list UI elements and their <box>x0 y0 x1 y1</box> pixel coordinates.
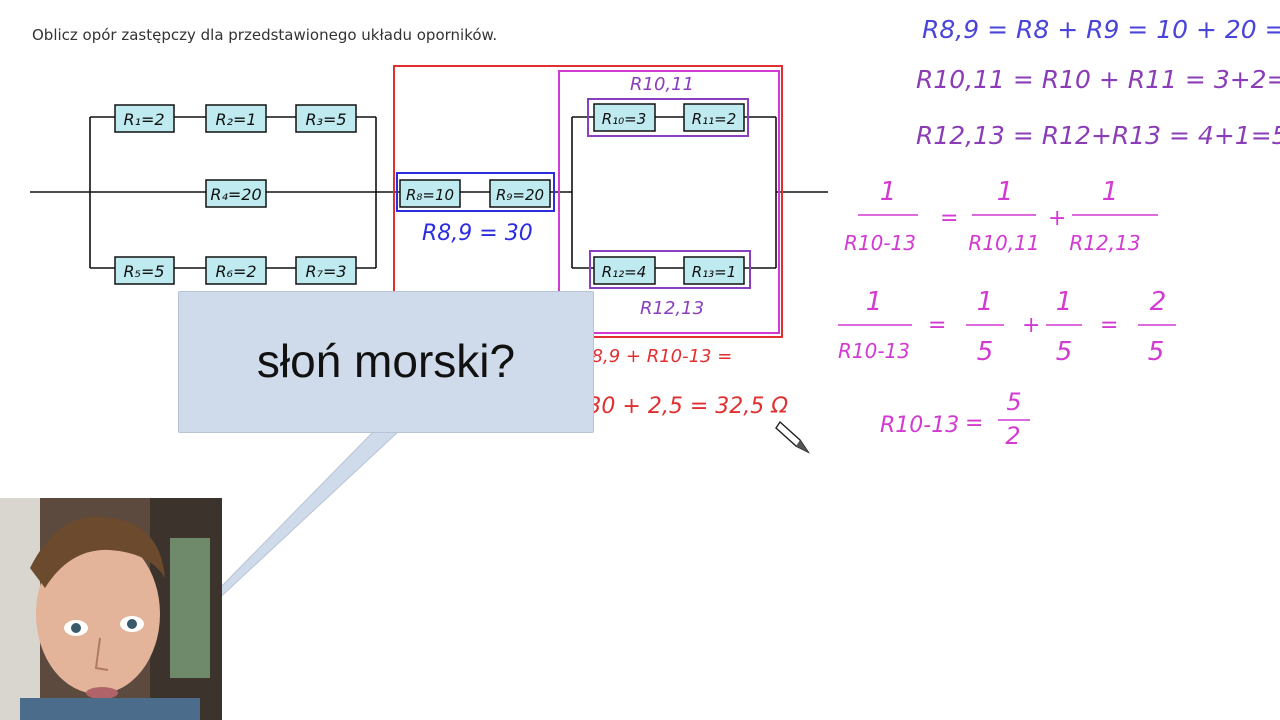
circuit-wires <box>30 116 828 269</box>
svg-text:5: 5 <box>1056 337 1073 367</box>
svg-text:=: = <box>1100 313 1118 338</box>
resistor-r12: R₁₂=4 <box>593 256 656 285</box>
resistor-label: R₂=1 <box>215 110 256 129</box>
resistor-r13: R₁₃=1 <box>683 256 745 285</box>
task-instruction: Oblicz opór zastępczy dla przedstawioneg… <box>32 26 498 44</box>
group-box-r1213 <box>589 250 751 289</box>
resistor-r10: R₁₀=3 <box>593 103 656 132</box>
equation-parallel-1: 1 R10-13 = 1 R10,11 + 1 R12,13 <box>844 177 1158 255</box>
resistor-label: R₁₂=4 <box>602 263 647 281</box>
pen-cursor-icon <box>775 420 811 454</box>
resistor-label: R₅=5 <box>123 262 164 281</box>
resistor-label: R₁₀=3 <box>602 110 647 128</box>
resistor-label: R₁₃=1 <box>692 263 737 281</box>
resistor-r8: R₈=10 <box>399 179 461 208</box>
resistor-label: R₆=2 <box>215 262 256 281</box>
resistor-label: R₄=20 <box>210 185 261 204</box>
svg-text:5: 5 <box>1148 337 1165 367</box>
resistor-label: R₁=2 <box>123 110 164 129</box>
resistor-r6: R₆=2 <box>205 256 267 285</box>
resistor-label: R₇=3 <box>305 262 346 281</box>
resistor-r9: R₉=20 <box>489 179 551 208</box>
note-r1213: R12,13 = R12+R13 = 4+1=5 <box>916 121 1280 150</box>
equation-result: R10-13 = 5 2 <box>880 388 1030 450</box>
svg-text:1: 1 <box>1056 287 1073 317</box>
svg-text:R10-13: R10-13 <box>880 413 959 438</box>
resistor-r4: R₄=20 <box>205 179 267 208</box>
svg-text:R10-13: R10-13 <box>844 231 916 255</box>
label-r89: R8,9 = 30 <box>422 221 533 246</box>
svg-text:1: 1 <box>1102 177 1119 207</box>
note-r89: R8,9 = R8 + R9 = 10 + 20 = 30 <box>922 15 1280 44</box>
label-r1213: R12,13 <box>640 298 704 319</box>
resistor-r1: R₁=2 <box>114 104 175 133</box>
resistor-label: R₈=10 <box>406 186 454 204</box>
svg-text:=: = <box>928 313 946 338</box>
svg-text:1: 1 <box>880 177 897 207</box>
resistor-r5: R₅=5 <box>114 256 175 285</box>
svg-text:1: 1 <box>997 177 1014 207</box>
svg-text:R10-13: R10-13 <box>838 339 910 363</box>
webcam-preview <box>0 498 222 720</box>
resistor-r3: R₃=5 <box>295 104 357 133</box>
svg-text:2: 2 <box>1005 422 1020 450</box>
svg-text:+: + <box>1048 206 1066 231</box>
svg-text:2: 2 <box>1150 287 1167 317</box>
resistor-r7: R₇=3 <box>295 256 357 285</box>
svg-text:=: = <box>965 411 983 436</box>
note-r1011: R10,11 = R10 + R11 = 3+2=5 <box>916 65 1280 94</box>
resistor-label: R₉=20 <box>496 186 544 204</box>
webcam-image <box>0 498 222 720</box>
label-r1011: R10,11 <box>630 74 694 95</box>
resistor-r11: R₁₁=2 <box>683 103 745 132</box>
resistor-label: R₃=5 <box>305 110 346 129</box>
svg-text:1: 1 <box>977 287 994 317</box>
svg-text:=: = <box>940 206 958 231</box>
total-line-2: = 30 + 2,5 = 32,5 Ω <box>562 394 788 419</box>
resistor-label: R₁₁=2 <box>692 110 737 128</box>
bubble-text: słoń morski? <box>256 335 516 387</box>
svg-text:R12,13: R12,13 <box>1069 231 1140 255</box>
equation-parallel-2: 1 R10-13 = 1 5 + 1 5 = 2 5 <box>838 287 1176 367</box>
svg-text:5: 5 <box>977 337 994 367</box>
group-box-r1011 <box>587 98 749 137</box>
svg-text:1: 1 <box>866 287 883 317</box>
svg-text:+: + <box>1022 313 1040 338</box>
speech-bubble: słoń morski? <box>178 291 594 433</box>
svg-text:5: 5 <box>1006 388 1021 416</box>
group-box-magenta <box>558 70 780 334</box>
group-box-blue <box>396 172 555 212</box>
svg-text:R10,11: R10,11 <box>968 231 1039 255</box>
resistor-r2: R₂=1 <box>205 104 267 133</box>
